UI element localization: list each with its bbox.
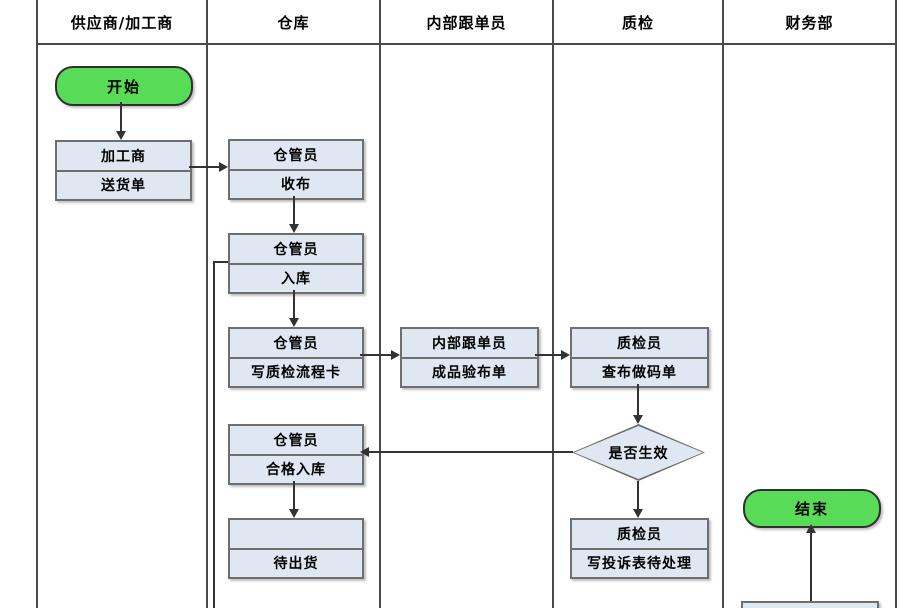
process-box-into-stock: 仓管员 入库	[228, 233, 364, 294]
box-action: 成品验布单	[432, 365, 507, 382]
lane-header-warehouse: 仓库	[277, 14, 310, 32]
process-box-check-code-sheet: 质检员 查布做码单	[570, 327, 709, 388]
box-action: 收布	[281, 177, 311, 194]
end-label: 结束	[794, 500, 829, 518]
arrow-right-icon	[219, 162, 228, 172]
box-role: 仓管员	[230, 141, 362, 171]
flow-line	[293, 196, 295, 225]
lane-header-qc: 质检	[621, 14, 654, 32]
box-action: 合格入库	[266, 462, 326, 479]
arrow-right-icon	[561, 350, 570, 360]
arrow-down-icon	[289, 318, 299, 327]
lane-divider	[552, 0, 554, 608]
box-action: 写投诉表待处理	[587, 556, 692, 573]
lane-divider	[895, 0, 897, 608]
box-role: 质检员	[572, 520, 707, 550]
box-action: 入库	[281, 271, 311, 288]
decision-diamond: 是否生效	[572, 424, 705, 481]
lane-divider	[722, 0, 724, 608]
arrow-down-icon	[289, 224, 299, 233]
process-box-receive-cloth: 仓管员 收布	[228, 139, 364, 200]
process-box-qualified-stock: 仓管员 合格入库	[228, 424, 364, 485]
flow-connector	[214, 261, 228, 263]
process-box-complaint-form: 质检员 写投诉表待处理	[570, 518, 709, 579]
arrow-left-icon	[360, 447, 369, 457]
flow-line	[637, 481, 639, 510]
process-box-bottom-cutoff	[741, 601, 879, 608]
arrow-up-icon	[806, 524, 816, 533]
arrow-down-icon	[116, 131, 126, 140]
decision-label: 是否生效	[608, 445, 669, 462]
end-node: 结束	[743, 489, 881, 528]
header-row-divider	[36, 43, 897, 45]
start-label: 开始	[106, 77, 141, 96]
box-role: 仓管员	[230, 329, 362, 359]
process-box-delivery: 加工商 送货单	[55, 140, 192, 201]
lane-divider	[36, 0, 38, 608]
arrow-down-icon	[633, 509, 643, 518]
start-node: 开始	[55, 66, 193, 106]
lane-header-merchandiser: 内部跟单员	[426, 14, 507, 32]
flow-line	[293, 290, 295, 319]
box-role: 加工商	[57, 142, 190, 172]
box-role: 仓管员	[230, 235, 362, 265]
lane-divider	[379, 0, 381, 608]
box-role: 仓管员	[230, 426, 362, 456]
lane-divider	[206, 0, 208, 608]
flow-line	[637, 384, 639, 416]
flow-line	[360, 354, 392, 356]
flow-line	[120, 102, 122, 134]
flow-line	[535, 354, 562, 356]
lane-header-supplier: 供应商/加工商	[70, 14, 174, 32]
box-role	[230, 520, 362, 550]
flow-line	[293, 481, 295, 510]
flow-line	[369, 451, 573, 453]
flow-line	[189, 166, 221, 168]
process-box-await-shipment: 待出货	[228, 518, 364, 579]
box-action: 送货单	[101, 178, 146, 195]
flow-connector	[213, 261, 215, 608]
box-action: 查布做码单	[602, 365, 677, 382]
box-action: 写质检流程卡	[251, 365, 341, 382]
box-action: 待出货	[273, 556, 319, 573]
box-role: 质检员	[572, 329, 707, 359]
process-box-finished-inspect: 内部跟单员 成品验布单	[400, 327, 539, 388]
arrow-down-icon	[289, 509, 299, 518]
box-role: 内部跟单员	[402, 329, 537, 359]
lane-header-finance: 财务部	[785, 14, 834, 32]
arrow-down-icon	[633, 415, 643, 424]
flow-line	[810, 533, 812, 601]
arrow-right-icon	[391, 350, 400, 360]
process-box-qc-flow-card: 仓管员 写质检流程卡	[228, 327, 364, 388]
